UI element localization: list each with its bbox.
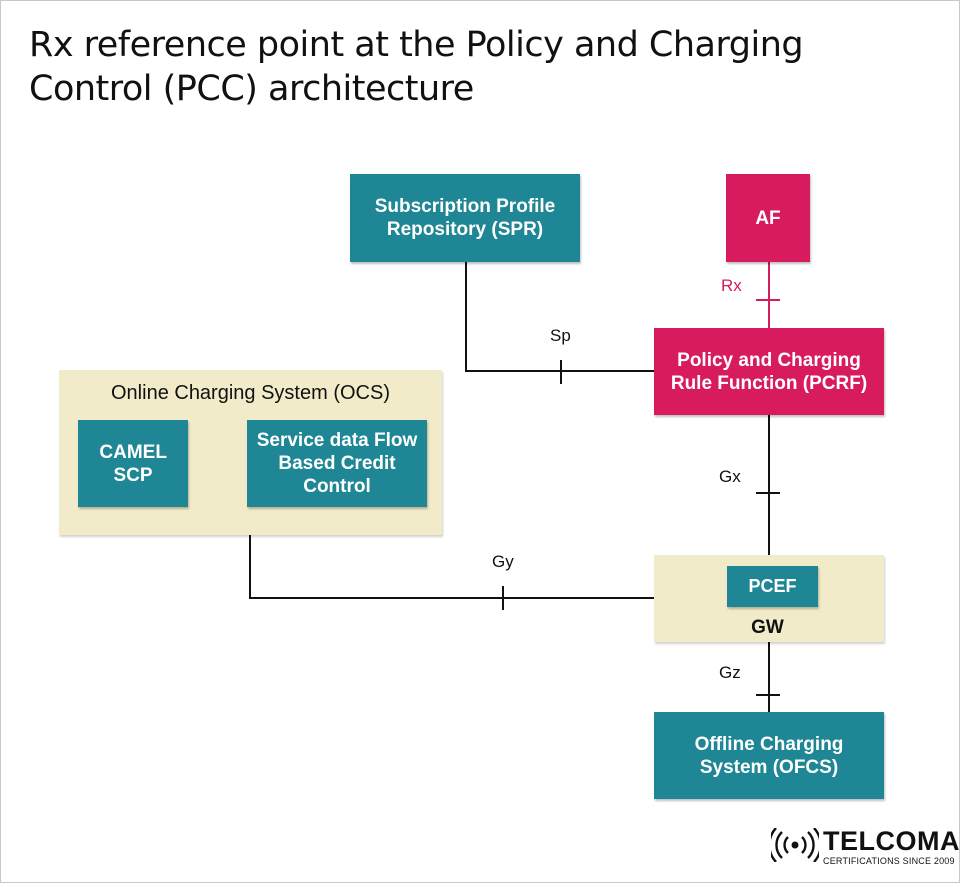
sp-connector-vertical <box>465 262 467 372</box>
sp-tick <box>560 360 562 384</box>
sp-label: Sp <box>550 326 571 345</box>
pcef-node: PCEF <box>727 566 818 607</box>
gz-tick <box>756 694 780 696</box>
gz-connector <box>768 642 770 712</box>
gx-label: Gx <box>719 467 741 486</box>
spr-node: Subscription Profile Repository (SPR) <box>350 174 580 262</box>
ofcs-node: Offline Charging System (OFCS) <box>654 712 884 799</box>
pcrf-node: Policy and Charging Rule Function (PCRF) <box>654 328 884 415</box>
logo-tagline: CERTIFICATIONS SINCE 2009 <box>823 856 955 866</box>
gy-label: Gy <box>492 552 514 571</box>
gw-container: PCEF GW <box>654 555 884 642</box>
ocs-container: Online Charging System (OCS) CAMEL SCP S… <box>59 370 442 535</box>
broadcast-waves-icon <box>771 828 819 862</box>
gz-label: Gz <box>719 663 741 682</box>
gy-tick <box>502 586 504 610</box>
rx-label: Rx <box>721 276 742 295</box>
af-node: AF <box>726 174 810 262</box>
camel-scp-node: CAMEL SCP <box>78 420 188 507</box>
gy-connector-vertical <box>249 535 251 599</box>
gx-tick <box>756 492 780 494</box>
rx-tick <box>756 299 780 301</box>
sdf-credit-control-node: Service data Flow Based Credit Control <box>247 420 427 507</box>
rx-connector <box>768 262 770 328</box>
logo-name: TELCOMA <box>823 826 960 856</box>
ocs-label: Online Charging System (OCS) <box>111 382 390 404</box>
diagram-title: Rx reference point at the Policy and Cha… <box>29 25 804 109</box>
gw-label: GW <box>751 617 784 638</box>
gx-connector <box>768 415 770 555</box>
telcoma-logo: TELCOMA CERTIFICATIONS SINCE 2009 <box>771 826 959 866</box>
gy-connector-horizontal <box>249 597 655 599</box>
